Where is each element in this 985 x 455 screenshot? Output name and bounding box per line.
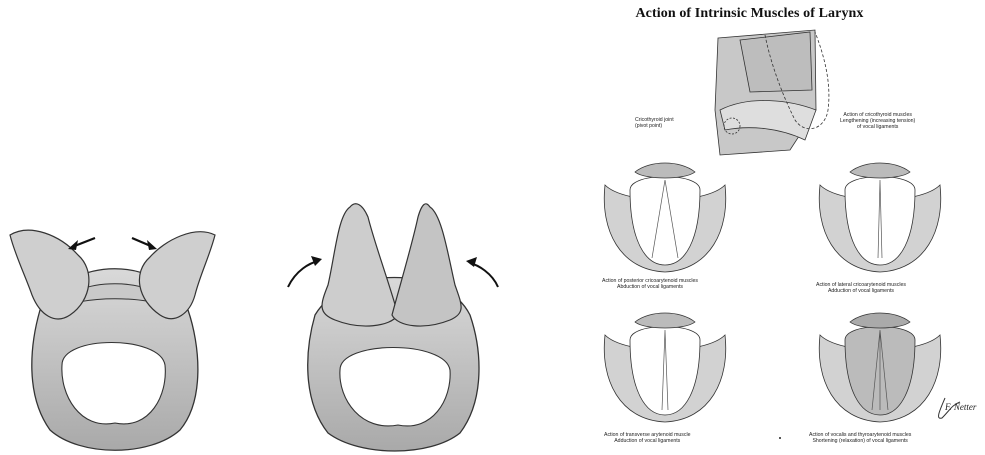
cricoid-ring-arytenoids-abducted-icon (0, 195, 225, 455)
cricothyroid-joint-label: Cricothyroid joint (pivot point) (635, 117, 674, 129)
larynx-muscle-actions-plate (590, 0, 985, 455)
cricoid-ring-arytenoids-adducted-icon (280, 195, 510, 455)
lateral-cricoarytenoid-caption: Action of lateral cricoarytenoid muscles… (816, 282, 906, 294)
posterior-cricoarytenoid-caption: Action of posterior cricoarytenoid muscl… (602, 278, 698, 290)
cricoid-adduction-illustration (280, 195, 510, 455)
cricoid-abduction-illustration (0, 195, 225, 455)
cricothyroid-caption: Action of cricothyroid muscles Lengtheni… (840, 112, 915, 130)
netter-plate (590, 0, 985, 455)
vocalis-thyroarytenoid-caption: Action of vocalis and thyroarytenoid mus… (809, 432, 911, 444)
transverse-arytenoid-caption: Action of transverse arytenoid muscle Ad… (604, 432, 691, 444)
netter-signature: F. Netter (945, 404, 976, 410)
